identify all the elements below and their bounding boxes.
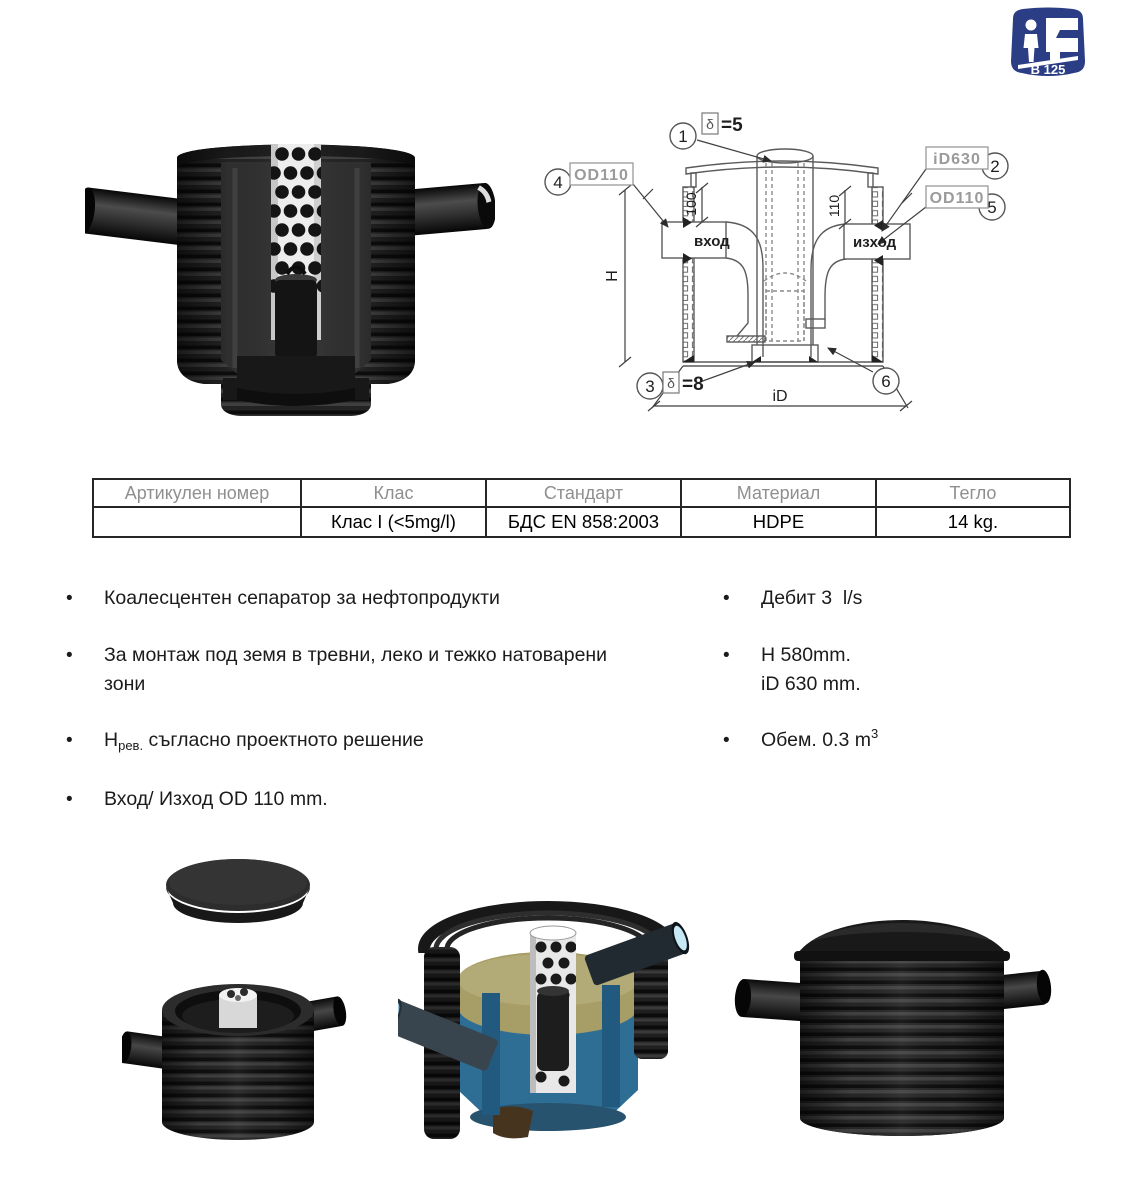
dim-110-label: 110 bbox=[826, 195, 842, 218]
spec-table: Артикулен номер Клас Стандарт Материал Т… bbox=[92, 478, 1071, 538]
base-pedestal bbox=[223, 356, 369, 406]
header-weight: Тегло bbox=[875, 478, 1071, 508]
coalescence-filter-tube bbox=[271, 144, 321, 358]
render-cutaway-with-water bbox=[398, 901, 690, 1139]
thickness-value-bottom: =8 bbox=[682, 374, 704, 395]
callout-5: 5 bbox=[987, 198, 996, 217]
cell-article-number bbox=[92, 506, 302, 538]
header-article-number: Артикулен номер bbox=[92, 478, 302, 508]
leader-lines bbox=[632, 139, 927, 383]
feature-text: H 580mm. iD 630 mm. bbox=[761, 641, 861, 699]
inlet-label: вход bbox=[694, 233, 730, 250]
render-lid-and-open-tank bbox=[122, 859, 347, 1140]
render-assembled-tank bbox=[734, 920, 1052, 1136]
filter-perforations bbox=[271, 147, 321, 293]
header-class: Клас bbox=[300, 478, 487, 508]
feature-line2: iD 630 mm. bbox=[761, 673, 861, 695]
inlet-stub-pipe bbox=[734, 979, 816, 1022]
callout-2: 2 bbox=[990, 157, 999, 176]
od110-left-label: OD110 bbox=[574, 167, 629, 184]
feature-volume: Обем. 0.3 m3 bbox=[723, 726, 1083, 756]
feature-installation: За монтаж под земя в тревни, леко и тежк… bbox=[66, 641, 686, 699]
bullet-icon bbox=[723, 584, 761, 613]
diagram-labels: OD110 iD630 OD110 δ =5 δ =8 вход изход H… bbox=[569, 112, 989, 405]
feature-line1: За монтаж под земя в тревни, леко и тежк… bbox=[104, 644, 608, 666]
feature-line1: H 580mm. bbox=[761, 644, 851, 666]
junction-marks bbox=[683, 217, 883, 362]
bullet-icon bbox=[723, 726, 761, 756]
feature-line2: зони bbox=[104, 673, 146, 695]
thickness-symbol-top: δ bbox=[706, 116, 714, 132]
bullet-icon bbox=[66, 726, 104, 756]
feature-subscript: рев. bbox=[118, 738, 144, 753]
feature-text: За монтаж под земя в тревни, леко и тежк… bbox=[104, 641, 607, 699]
feature-dimensions: H 580mm. iD 630 mm. bbox=[723, 641, 1083, 699]
feature-revision-height: Нрев. съгласно проектното решение bbox=[66, 726, 686, 756]
filter-tube-water bbox=[529, 925, 577, 1093]
diagram-drawing bbox=[661, 148, 911, 367]
dim-inner-diameter-label: iD bbox=[772, 388, 787, 405]
load-class-label: B 125 bbox=[1031, 62, 1066, 77]
open-tank-body bbox=[162, 984, 314, 1140]
assembled-tank-body bbox=[794, 920, 1010, 1136]
callout-3: 3 bbox=[645, 377, 654, 396]
callout-4: 4 bbox=[553, 173, 562, 192]
header-material: Материал bbox=[680, 478, 877, 508]
dim-height-label: H bbox=[604, 270, 621, 282]
callout-1: 1 bbox=[678, 127, 687, 146]
id630-label: iD630 bbox=[933, 151, 981, 168]
feature-superscript: 3 bbox=[870, 726, 879, 741]
thickness-symbol-bottom: δ bbox=[667, 375, 675, 391]
bullet-icon bbox=[66, 584, 104, 613]
feature-rest: съгласно проектното решение bbox=[143, 729, 424, 751]
spec-header-row: Артикулен номер Клас Стандарт Материал Т… bbox=[92, 478, 1071, 508]
inner-filter-tube bbox=[219, 988, 257, 1028]
header-standard: Стандарт bbox=[485, 478, 682, 508]
outlet-pipe-water bbox=[584, 921, 690, 986]
separator-cutaway-render bbox=[85, 144, 495, 416]
tank-lid bbox=[166, 859, 310, 923]
technical-diagram: 1 2 3 4 5 6 OD110 iD630 OD110 δ =5 δ =8 … bbox=[544, 112, 1009, 412]
load-class-b125-badge: B 125 bbox=[1011, 7, 1085, 77]
callout-6: 6 bbox=[881, 372, 890, 391]
bullet-icon bbox=[66, 641, 104, 699]
inlet-pipe-water bbox=[398, 998, 498, 1071]
feature-base: Обем. 0.3 m bbox=[761, 729, 871, 751]
outlet-label: изход bbox=[853, 234, 897, 251]
cell-weight: 14 kg. bbox=[875, 506, 1071, 538]
spec-value-row: Клас I (<5mg/l) БДС EN 858:2003 HDPE 14 … bbox=[92, 506, 1071, 538]
feature-separator-type: Коалесцентен сепаратор за нефтопродукти bbox=[66, 584, 686, 613]
cell-material: HDPE bbox=[680, 506, 877, 538]
feature-text: Дебит 3 l/s bbox=[761, 587, 863, 609]
feature-text: Нрев. съгласно проектното решение bbox=[104, 726, 424, 756]
feature-text: Коалесцентен сепаратор за нефтопродукти bbox=[104, 587, 500, 609]
feature-flow-rate: Дебит 3 l/s bbox=[723, 584, 1083, 613]
cell-standard: БДС EN 858:2003 bbox=[485, 506, 682, 538]
feature-base: Н bbox=[104, 729, 119, 751]
feature-text: Вход/ Изход OD 110 mm. bbox=[104, 788, 328, 810]
feature-text: Обем. 0.3 m3 bbox=[761, 726, 878, 756]
feature-inlet-outlet: Вход/ Изход OD 110 mm. bbox=[66, 785, 686, 814]
bullet-icon bbox=[66, 785, 104, 814]
cell-class: Клас I (<5mg/l) bbox=[300, 506, 487, 538]
dim-100-label: 100 bbox=[683, 192, 699, 216]
pedestrian-car-icon bbox=[1018, 18, 1078, 69]
bullet-icon bbox=[723, 641, 761, 699]
thickness-value-top: =5 bbox=[721, 115, 743, 136]
od110-right-label: OD110 bbox=[930, 190, 985, 207]
